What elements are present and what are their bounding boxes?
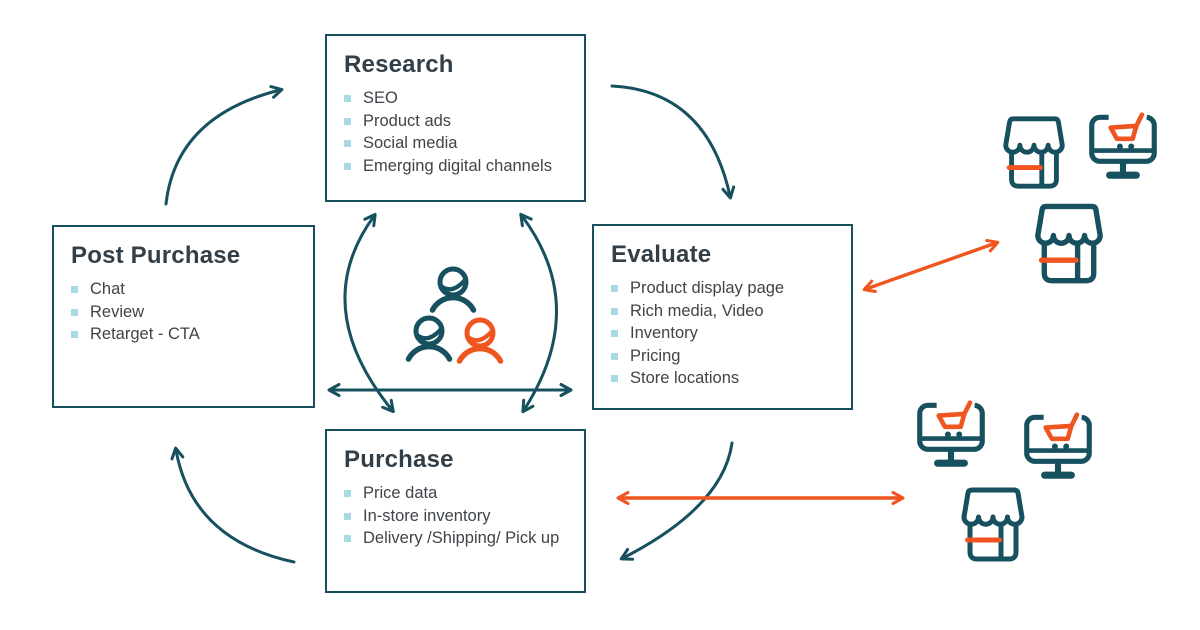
list-item-text: Rich media, Video (630, 301, 764, 320)
list-item: Inventory (611, 322, 843, 345)
storefront-icon (1026, 200, 1112, 286)
bullet-square (611, 330, 618, 337)
storefront-icon (995, 113, 1073, 191)
post-purchase-box: Post Purchase Chat Review Retarget - CTA (52, 225, 315, 408)
evaluate-box: Evaluate Product display page Rich media… (592, 224, 853, 410)
list-item-text: Price data (363, 484, 438, 502)
arrow-center-right-arc (519, 212, 558, 414)
storefront-icon (953, 484, 1033, 564)
arrow-research-to-evaluate (610, 84, 736, 200)
bullet-square (344, 95, 351, 102)
list-item: SEO (344, 87, 576, 110)
bullet-square (71, 331, 78, 338)
list-item-text: Store locations (630, 369, 740, 387)
list-item: Emerging digital channels (344, 155, 576, 178)
arrow-purchase-to-post-purchase (170, 446, 296, 564)
bullet-square (344, 490, 351, 497)
list-item-text: Delivery /Shipping/ Pick up (363, 529, 560, 547)
research-bullet-list: SEO Product ads Social media Emerging di… (327, 87, 584, 177)
monitor-cart-icon (1082, 106, 1164, 188)
monitor-cart-icon (910, 394, 992, 476)
list-item-text: Product display page (630, 279, 785, 297)
list-item: Price data (344, 482, 576, 505)
post-purchase-bullet-list: Chat Review Retarget - CTA (54, 278, 313, 346)
list-item: Product ads (344, 110, 576, 133)
bullet-square (344, 512, 351, 520)
bullet-square (71, 286, 78, 293)
list-item-text: Retarget - CTA (90, 325, 200, 343)
evaluate-bullet-list: Product display page Rich media, Video I… (594, 277, 851, 390)
list-item: Chat (71, 278, 305, 301)
list-item: Pricing (611, 345, 843, 368)
evaluate-box-title: Evaluate (611, 241, 712, 268)
arrow-evaluate-to-purchase (619, 441, 734, 561)
list-item: Retarget - CTA (71, 323, 305, 346)
list-item: Product display page (611, 277, 843, 300)
list-item: Store locations (611, 367, 843, 390)
list-item-text: SEO (363, 89, 398, 107)
bullet-square (344, 117, 351, 125)
purchase-box: Purchase Price data In-store inventory D… (325, 429, 586, 593)
list-item-text: Product ads (363, 111, 452, 130)
list-item-text: Pricing (630, 346, 681, 365)
list-item-text: In-store inventory (363, 506, 491, 525)
bullet-square (344, 140, 351, 147)
list-item-text: Emerging digital channels (363, 156, 552, 175)
bullet-square (611, 285, 618, 292)
arrow-center-left-arc (343, 212, 395, 414)
research-box-title: Research (344, 51, 454, 78)
list-item: Delivery /Shipping/ Pick up (344, 527, 576, 550)
list-item-text: Social media (363, 134, 458, 152)
bullet-square (611, 352, 618, 360)
bullet-square (611, 375, 618, 382)
list-item: Social media (344, 132, 576, 155)
list-item: In-store inventory (344, 505, 576, 528)
list-item-text: Inventory (630, 324, 698, 342)
list-item: Rich media, Video (611, 300, 843, 323)
arrow-post-purchase-to-research (164, 85, 284, 206)
list-item-text: Review (90, 302, 145, 321)
list-item-text: Chat (90, 280, 125, 298)
customer-group-icon (396, 252, 511, 367)
list-item: Review (71, 301, 305, 324)
purchase-box-title: Purchase (344, 446, 454, 473)
bullet-square (344, 535, 351, 542)
post-purchase-box-title: Post Purchase (71, 242, 241, 269)
arrow-evaluate-to-stores (862, 238, 1000, 294)
purchase-bullet-list: Price data In-store inventory Delivery /… (327, 482, 584, 550)
monitor-cart-icon (1017, 406, 1099, 488)
bullet-square (611, 307, 618, 315)
bullet-square (344, 162, 351, 170)
bullet-square (71, 308, 78, 316)
research-box: Research SEO Product ads Social media Em… (325, 34, 586, 202)
